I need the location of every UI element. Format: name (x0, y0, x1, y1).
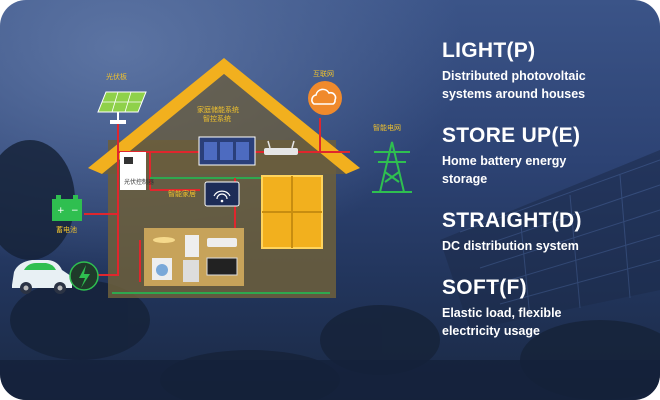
tv-icon (206, 257, 238, 276)
battery-cabinet-icon (198, 136, 256, 166)
smart-grid-label: 智能电网 (373, 123, 401, 132)
feature-description: Elastic load, flexible electricity usage (442, 304, 652, 340)
feature-description: Home battery energy storage (442, 152, 652, 188)
feature-description: Distributed photovoltaic systems around … (442, 67, 652, 103)
internet-label: 互联网 (313, 69, 334, 78)
pv-controller-label: 光伏控制器 (124, 178, 154, 186)
car-battery-icon: + − (52, 195, 82, 221)
power-tower-icon (372, 141, 412, 193)
smart-home-label: 智能家居 (168, 189, 196, 198)
internet-cloud-icon (308, 81, 342, 115)
tablet-icon (204, 181, 240, 207)
appliances-panel (144, 228, 244, 286)
feature-description-line: systems around houses (442, 87, 586, 101)
solar-panel-icon (97, 91, 147, 124)
router-icon (264, 140, 298, 155)
electric-car-icon (12, 260, 72, 294)
svg-text:+: + (57, 206, 65, 216)
feature-description-line: Elastic load, flexible (442, 306, 562, 320)
feature-description-line: electricity usage (442, 324, 540, 338)
feature-light: LIGHT(P) Distributed photovoltaic system… (442, 38, 652, 103)
feature-list: LIGHT(P) Distributed photovoltaic system… (442, 38, 652, 360)
storage-system-label: 家庭储能系统 (197, 105, 239, 114)
ceiling-lamp-icon (153, 237, 175, 243)
background-solar-array (440, 150, 660, 330)
feature-title: STRAIGHT(D) (442, 209, 582, 232)
house-window (261, 175, 323, 249)
feature-straight: STRAIGHT(D) DC distribution system (442, 208, 652, 255)
feature-title: STORE UP(E) (442, 124, 581, 147)
feature-description: DC distribution system (442, 237, 652, 255)
ev-charger-icon (69, 261, 99, 291)
feature-description-line: DC distribution system (442, 239, 579, 253)
fridge-icon (185, 235, 199, 257)
feature-store-up: STORE UP(E) Home battery energy storage (442, 123, 652, 188)
control-system-label: 智控系统 (203, 114, 231, 123)
feature-description-line: Distributed photovoltaic (442, 69, 586, 83)
feature-title: SOFT(F) (442, 276, 527, 299)
photovoltaic-label: 光伏板 (106, 72, 127, 81)
air-conditioner-icon (207, 238, 237, 247)
svg-text:−: − (71, 206, 79, 216)
house-roof (88, 58, 360, 174)
feature-title: LIGHT(P) (442, 39, 536, 62)
feature-description-line: storage (442, 172, 488, 186)
heater-icon (183, 260, 199, 282)
feature-soft: SOFT(F) Elastic load, flexible electrici… (442, 275, 652, 340)
feature-description-line: Home battery energy (442, 154, 567, 168)
battery-label: 蓄电池 (56, 225, 77, 234)
pv-controller-icon (120, 152, 146, 190)
home-energy-diagram: 光伏板 互联网 智能电网 家庭储能系统 智控系统 (12, 58, 412, 298)
